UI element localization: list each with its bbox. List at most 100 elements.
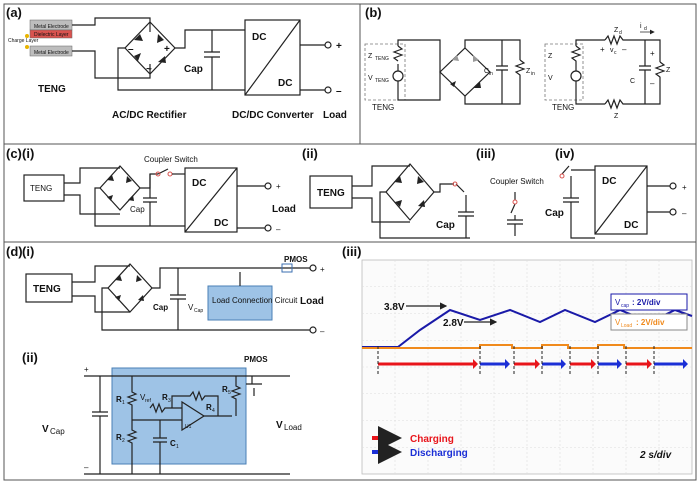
dc-in-c1: DC (192, 178, 206, 189)
zin-sub: in (531, 71, 535, 77)
bridge-rectifier-b (439, 47, 491, 97)
legend-vcap-sub: cap (621, 303, 629, 309)
zd1-label: Z (614, 27, 619, 34)
discharging-arrowhead (617, 359, 622, 369)
dc-dc-converter-c1 (184, 167, 238, 233)
v38-annotation: 3.8V (384, 302, 405, 313)
z-teng-sub: TENG (375, 56, 389, 62)
teng-label-d: TENG (33, 284, 61, 295)
panel-c-iii: (iii) (476, 146, 496, 161)
r4-sub: 4 (212, 408, 215, 414)
c1-label: C (170, 439, 176, 448)
op-amp (181, 400, 206, 432)
zin-label: Z (526, 68, 531, 75)
id-sub: d (644, 26, 647, 32)
panel-b-label: (b) (365, 5, 382, 20)
r2-label: R (116, 433, 122, 442)
r3-sub: 3 (168, 398, 171, 404)
r1-label: R (116, 395, 122, 404)
vref-label: V (140, 393, 146, 402)
load-plus-c: + (276, 182, 281, 191)
legend-discharging: Discharging (410, 448, 468, 459)
cap-label-c2: Cap (436, 220, 455, 231)
legend-vload-box (610, 313, 688, 331)
coupler-label-c3: Coupler Switch (490, 177, 544, 186)
bridge-rectifier-a (124, 21, 176, 75)
panel-c-i: (i) (22, 146, 34, 161)
cin-sub: in (489, 71, 493, 77)
rect-tilde: ~ (146, 64, 152, 75)
minus-d: – (320, 327, 325, 336)
panel-c-label: (c) (6, 146, 22, 161)
dc-in-a: DC (252, 32, 266, 43)
vd-plus: + (600, 45, 605, 54)
vcap-label-d2: V (42, 424, 49, 435)
vcap-sub-d2: Cap (50, 427, 65, 436)
dc-in-c4: DC (602, 176, 616, 187)
vload-trace (362, 344, 692, 349)
vload-sub: Load (284, 423, 302, 432)
legend-vcap-scale: : 2V/div (632, 298, 661, 307)
charging-arrowhead (535, 359, 540, 369)
dc-out-c4: DC (624, 220, 638, 231)
r3-label: R (162, 393, 168, 402)
charging-arrowhead (647, 359, 652, 369)
rectifier-caption: AC/DC Rectifier (112, 110, 187, 121)
scope-grid (362, 260, 692, 474)
plus-d2: + (84, 365, 89, 374)
timebase-label: 2 s/div (639, 450, 673, 461)
pmos-label-d2: PMOS (244, 355, 268, 364)
legend-vload-scale: : 2V/div (636, 318, 665, 327)
coupler-label-c1: Coupler Switch (144, 155, 198, 164)
v-teng2-label: V (548, 75, 553, 82)
legend-charging: Charging (410, 434, 454, 445)
dc-dc-converter-c4 (594, 165, 648, 235)
legend-vcap-label: V (615, 298, 621, 307)
v28-annotation: 2.8V (443, 318, 464, 329)
r2-sub: 2 (122, 438, 125, 444)
teng-label-c: TENG (30, 184, 52, 193)
panel-c-frame (3, 143, 697, 243)
r4-label: R (206, 403, 212, 412)
load-minus-a: – (336, 86, 342, 97)
cap-label-c4: Cap (545, 208, 564, 219)
teng-device-illustration (25, 19, 73, 57)
load-label-c: Load (272, 204, 296, 215)
legend-vcap-box (610, 293, 688, 311)
dc-dc-converter-a (244, 19, 301, 96)
load-label-d: Load (300, 296, 324, 307)
vc-label: v (610, 47, 614, 54)
discharging-arrowhead (561, 359, 566, 369)
plus-d: + (320, 265, 325, 274)
cin2-label: C (630, 78, 635, 85)
rect-minus: – (128, 44, 134, 55)
teng-label-c2: TENG (317, 188, 345, 199)
bridge-rectifier-c1 (99, 165, 141, 211)
panel-d-label: (d) (6, 244, 23, 259)
v-teng-sub: TENG (375, 78, 389, 84)
vd-minus: – (622, 45, 627, 54)
charge-layer-label: Charge Layer (8, 38, 39, 44)
r5-sub: 5 (228, 390, 231, 396)
v-teng-label: V (368, 75, 373, 82)
vcap-sub-d: Cap (194, 308, 203, 314)
bridge-rectifier-c2 (385, 163, 435, 221)
teng-label-b: TENG (372, 103, 394, 112)
vcap-label-d: V (188, 303, 194, 312)
panel-c-iv: (iv) (555, 146, 575, 161)
cin-label: C (484, 68, 489, 75)
teng-layer-3: Metal Electrode (34, 50, 69, 56)
cap-plus-b: + (650, 49, 655, 58)
cap-label-d: Cap (153, 303, 168, 312)
zd1-sub: d (619, 30, 622, 36)
dc-out-c1: DC (214, 218, 228, 229)
u1-label: U1 (185, 424, 192, 430)
teng-label-a: TENG (38, 84, 66, 95)
bridge-rectifier-d (107, 263, 153, 313)
discharging-arrowhead (683, 359, 688, 369)
pmos-label-d: PMOS (284, 255, 308, 264)
discharging-arrowhead (505, 359, 510, 369)
teng-layer-2: Dielectric Layer (34, 32, 69, 38)
cap-minus-b: – (650, 79, 655, 88)
zin2-label: Z (666, 67, 671, 74)
